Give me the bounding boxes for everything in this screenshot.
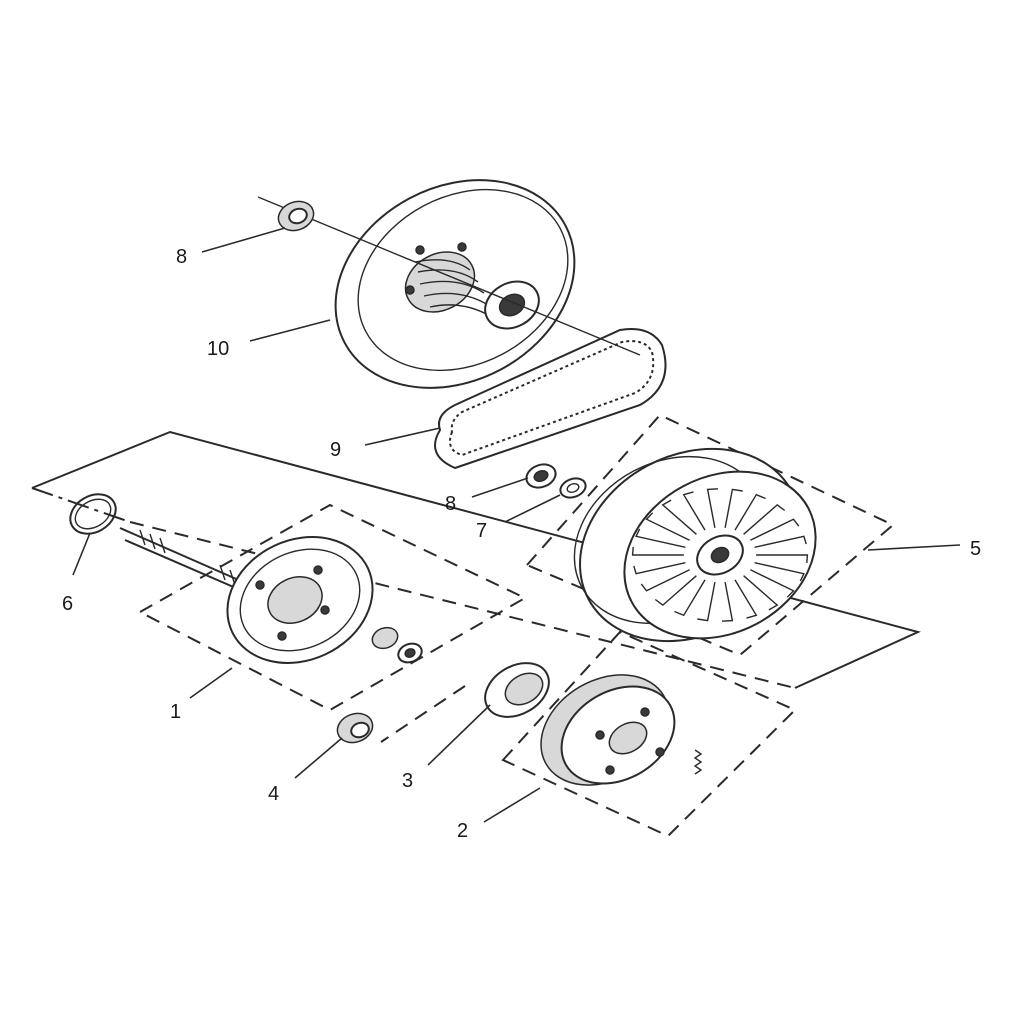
circlip	[69, 493, 117, 535]
fan-blade	[754, 535, 807, 548]
fan-blade	[633, 562, 686, 575]
fan-blade	[750, 518, 800, 541]
fan-blade	[645, 512, 690, 541]
callout-1: 1	[170, 701, 181, 723]
fan-blade	[674, 579, 706, 617]
fan-blade	[706, 488, 719, 529]
clutch-shoe-assembly	[501, 630, 797, 838]
washer	[559, 477, 587, 499]
fan-blade	[631, 547, 684, 556]
fan-blade	[756, 554, 809, 563]
callout-10: 10	[207, 338, 229, 360]
bearing	[380, 662, 550, 743]
callout-6: 6	[62, 593, 73, 615]
nut-top	[277, 200, 315, 232]
callouts: 8 10 9 8 7 5 6 1 4 3 2	[62, 246, 981, 842]
fan-blade	[734, 493, 766, 531]
callout-8-top: 8	[176, 246, 187, 268]
callout-5: 5	[970, 538, 981, 560]
clutch-bell-shaft	[119, 503, 528, 712]
callout-3: 3	[402, 770, 413, 792]
fan-blade	[654, 575, 697, 606]
driven-pulley	[334, 179, 576, 389]
fan-blade	[661, 499, 697, 535]
fan-blade	[750, 569, 795, 598]
fan-blade	[743, 504, 786, 535]
nut-mid	[525, 463, 557, 489]
fan-blade	[754, 562, 805, 582]
callout-7: 7	[476, 520, 487, 542]
drive-belt	[434, 328, 667, 470]
fan-drive-face	[525, 413, 895, 657]
fan-blade	[734, 579, 758, 619]
callout-8-mid: 8	[445, 493, 456, 515]
axis-line	[257, 196, 641, 356]
fan-blade	[682, 491, 706, 531]
callout-2: 2	[457, 820, 468, 842]
callout-4: 4	[268, 783, 279, 805]
fan-blade	[724, 488, 743, 529]
fan-blade	[697, 581, 716, 622]
fan-blade	[640, 569, 690, 592]
leader-lines	[72, 227, 961, 823]
callout-9: 9	[330, 439, 341, 461]
fan-blade	[635, 528, 686, 548]
fan-blade	[743, 575, 779, 611]
nut-lower	[336, 712, 374, 744]
fan-blade	[721, 581, 734, 622]
